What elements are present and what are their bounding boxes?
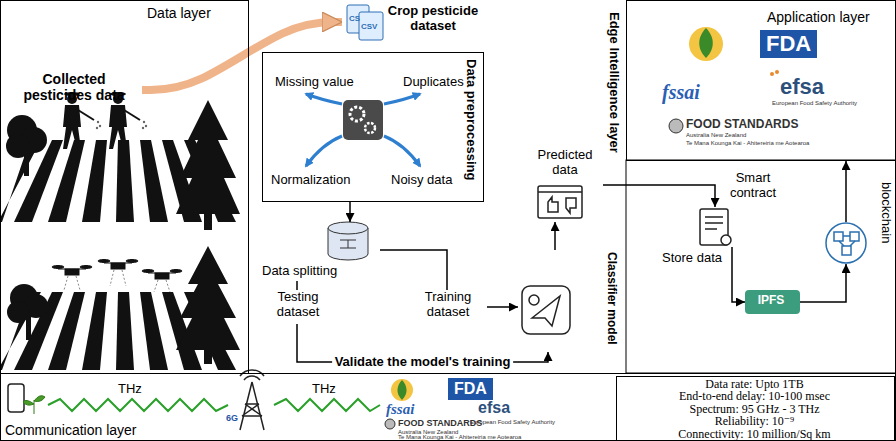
logo-text: European Food Safety Authority [772, 100, 857, 106]
node-label: blockchain [878, 182, 893, 243]
band-label: THz [312, 382, 336, 395]
connector [554, 222, 556, 250]
device-icon [8, 384, 45, 414]
blockchain-node: blockchain [822, 222, 870, 264]
logo-text: European Food Safety Authority [470, 419, 555, 425]
connector [487, 306, 518, 308]
node-label: Testing dataset [262, 290, 334, 320]
node-label: Predicted data [530, 148, 600, 178]
connector [349, 202, 351, 222]
database-icon [328, 222, 368, 260]
node-label: End-to-end delay: 10-100 msec [617, 390, 892, 402]
node-label: IPFS [745, 294, 797, 308]
connector [732, 247, 745, 302]
dataset-label: Training dataset [412, 290, 487, 324]
storage-badge: IPFS [745, 290, 800, 314]
connector [800, 264, 846, 302]
logo-text: FDA [448, 378, 493, 400]
logo-mark [385, 119, 683, 429]
process-box: Data preprocessing Missing value Duplicate… [262, 52, 484, 202]
node-label: Store data [662, 251, 722, 266]
logo-text: CS [349, 15, 360, 23]
node-label: Communication layer [5, 422, 137, 438]
node-label: Reliability: 10⁻⁹ [617, 415, 892, 427]
region-box [626, 160, 896, 373]
logo-text: Australia New Zealand [686, 132, 746, 138]
logo-text: 6G [226, 414, 238, 423]
field-row [48, 140, 85, 222]
connector [296, 281, 298, 290]
band-label: THz [118, 382, 142, 395]
logo-text: Te Mana Kounga Kai - Ahitereiria me Aote… [398, 434, 521, 440]
edge-label: Validate the model's training [332, 355, 514, 370]
layer-panel: Data layerCollected pesticides data [0, 0, 249, 374]
field-row [82, 292, 107, 370]
node-label: Collected pesticides data [9, 71, 139, 103]
gear-icon [343, 100, 383, 140]
field-row [140, 140, 168, 222]
spray [96, 121, 147, 129]
logo-text: FOOD STANDARDS [398, 419, 482, 428]
connector [845, 161, 847, 222]
wireless-link [48, 399, 380, 411]
tower-icon [240, 370, 264, 430]
node-label: Smart contract [722, 171, 784, 201]
layer-panel: Application layer [626, 0, 896, 161]
emblem-logo [391, 27, 723, 401]
database-node: Data splitting [262, 222, 380, 281]
node-label: Spectrum: 95 GHz - 3 THz [617, 403, 892, 415]
logo-text: efsa [780, 76, 824, 98]
logo-text: fssai [662, 82, 700, 102]
drone [52, 260, 182, 280]
node-label: Connectivity: 10 million/Sq km [617, 428, 892, 440]
layer-label: Edge Intelligence layer [608, 12, 621, 153]
node-label: Missing value [275, 75, 354, 90]
logo-text: efsa [478, 400, 510, 416]
contract-node: Smart contractStore data [692, 207, 738, 247]
tree [6, 115, 48, 340]
connector [380, 250, 447, 290]
node-label: Data rate: Upto 1TB [617, 378, 892, 390]
node-label: Duplicates [403, 75, 464, 90]
spray [64, 270, 170, 292]
logo-text: fssai [386, 402, 414, 417]
dataset-label: Crop pesticide dataset [345, 2, 486, 42]
flow-arrow [306, 94, 420, 166]
node-label: Data layer [147, 5, 211, 21]
blockchain-icon [826, 223, 866, 263]
contract-icon [700, 209, 731, 245]
field-row [116, 292, 134, 370]
field-row [48, 292, 85, 370]
node-label: Application layer [767, 9, 870, 25]
csv-icon [347, 5, 383, 40]
field-row [140, 292, 168, 370]
node-label: Normalization [271, 173, 350, 188]
connector [603, 185, 715, 207]
classifier-icon [522, 286, 570, 334]
pine-tree [176, 100, 240, 364]
logo-text: FOOD STANDARDS [686, 118, 798, 130]
output-node: Predicted data [530, 148, 603, 222]
node-label: Data splitting [262, 264, 337, 279]
node-label: Noisy data [391, 173, 452, 188]
source-label: Collected pesticides data [9, 71, 142, 109]
dataset-label: Testing dataset [262, 290, 337, 324]
sprayer [78, 110, 140, 120]
node-label: Classifier model [604, 252, 618, 345]
logo-text: FDA [760, 30, 817, 58]
logo-text: CSV [361, 23, 377, 31]
field-row [82, 140, 107, 222]
field-row [116, 140, 134, 222]
node-label: Crop pesticide dataset [383, 4, 483, 34]
node-label: Training dataset [412, 290, 484, 320]
node-label: Data preprocessing [463, 59, 478, 180]
classifier-node: Classifier model [518, 250, 622, 352]
spec-table: Data rate: Upto 1TBEnd-to-end delay: 10-… [616, 376, 895, 441]
output-icon [538, 186, 582, 218]
logo-text: Te Mana Kounga Kai - Ahitereiria me Aote… [686, 140, 809, 146]
